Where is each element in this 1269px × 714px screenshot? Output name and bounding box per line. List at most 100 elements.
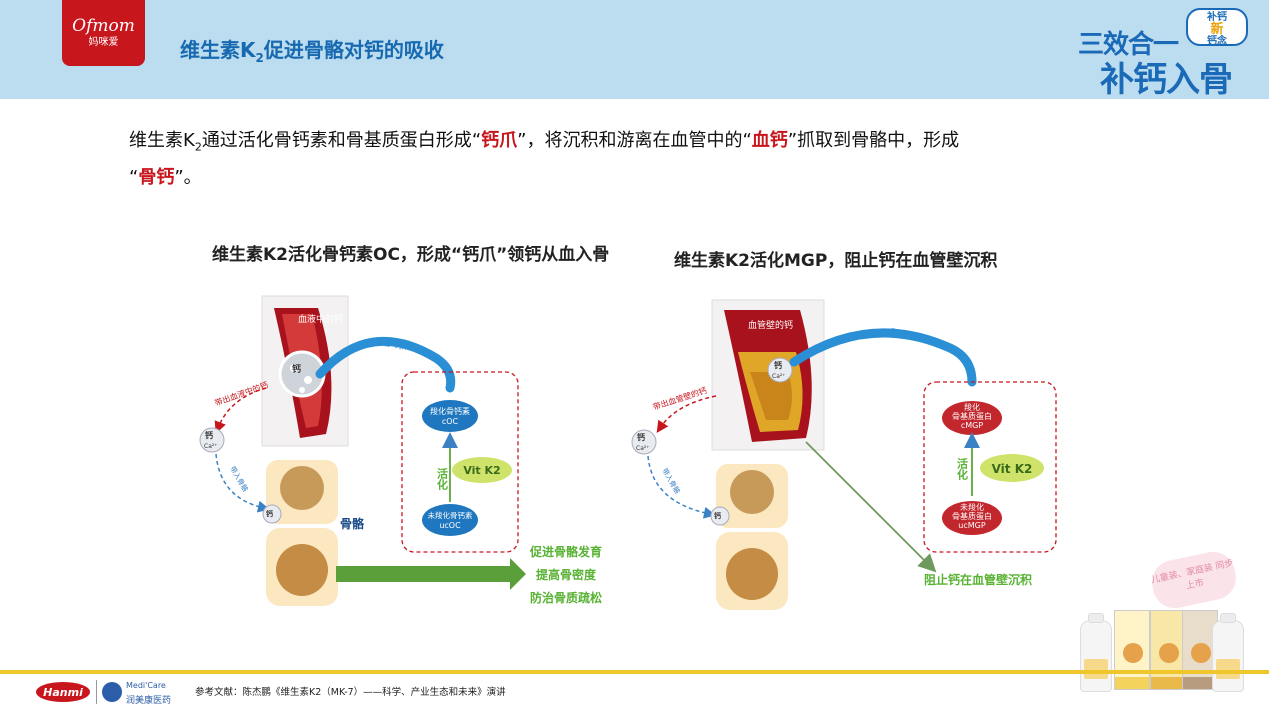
ucoc-label: 未羧化骨钙素 <box>428 510 473 520</box>
brand-tag-bot: 钙念 <box>1207 36 1227 47</box>
vitk2-label: Vit K2 <box>463 464 500 477</box>
calcium-ion-icon <box>199 427 225 453</box>
bone-calcium-label-2: 钙 <box>714 511 721 520</box>
bone-calcium-icon-2 <box>710 506 730 526</box>
bone-image-2 <box>716 464 788 610</box>
cmgp-node <box>942 401 1002 435</box>
medicare-logo[interactable]: Medi'Care 润美康医药 <box>102 680 182 706</box>
hanmi-logo[interactable]: Hanmi <box>36 682 90 702</box>
diagram-1-title: 维生素K2活化骨钙素OC，形成“钙爪”领钙从血入骨 <box>212 245 610 265</box>
vitk2-node-2 <box>980 454 1044 482</box>
quote-close: ” <box>787 130 798 151</box>
intro-end: 。 <box>183 166 202 188</box>
activation-box <box>401 371 519 553</box>
into-bone-arrow <box>215 453 270 513</box>
take-out-arrow-2 <box>656 395 717 433</box>
header-bar: Ofmom 妈咪爱 维生素K2促进骨骼对钙的吸收 三效合一 补钙入骨 补钙 新 … <box>0 0 1269 100</box>
into-bone-label: 带入骨骼 <box>228 465 250 494</box>
diagram-2-mgp: 血管壁的钙 钙 Ca²⁺ 形成“钙爪” 带出血管壁的钙 钙 Ca²⁺ 带入骨骼 … <box>631 299 1057 610</box>
reference-note: 参考文献：陈杰鹏《维生素K2（MK-7）——科学、产业生态和未来》演讲 <box>195 687 506 698</box>
launch-bubble: 儿童装、家庭装 同步上市 <box>1147 547 1241 613</box>
vessel-wall-label: 血管壁的钙 <box>748 319 793 331</box>
activate-label-2: 活化 <box>956 457 969 481</box>
logo-chinese: 妈咪爱 <box>88 37 119 48</box>
benefit-arrow <box>336 558 526 590</box>
product-box-2 <box>1150 610 1186 690</box>
medicare-en: Medi'Care <box>126 681 166 690</box>
coc-code: cOC <box>442 417 459 426</box>
logo-separator <box>96 680 97 704</box>
intro-subscript: 2 <box>194 140 202 154</box>
ion-symbol-2: Ca²⁺ <box>636 445 649 452</box>
intro-part-1: 维生素K <box>129 130 195 151</box>
ofmom-logo[interactable]: Ofmom 妈咪爱 <box>62 0 145 66</box>
highlight-blood-calcium: 血钙 <box>751 130 788 151</box>
medicare-icon <box>102 682 122 702</box>
brand-tag-mid: 新 <box>1210 22 1224 37</box>
ucoc-code: ucOC <box>439 521 461 530</box>
quote-close: ” <box>174 166 184 188</box>
highlight-claw: 钙爪 <box>481 130 518 151</box>
ion-calcium-label: 钙 <box>205 430 213 440</box>
product-box-1 <box>1114 610 1150 690</box>
page-title: 维生素K2促进骨骼对钙的吸收 <box>180 34 444 65</box>
vitk2-label-2: Vit K2 <box>992 462 1033 476</box>
result-arrow <box>805 441 937 573</box>
ucmgp-code: ucMGP <box>958 521 986 530</box>
brand-slogan: 三效合一 补钙入骨 补钙 新 钙念 <box>1078 8 1248 100</box>
bone-label: 骨骼 <box>340 516 365 531</box>
title-prefix: 维生素K <box>180 38 256 62</box>
claw-arrow <box>315 336 456 393</box>
coc-label: 羧化骨钙素 <box>430 406 470 416</box>
product-bottle-right <box>1212 613 1244 692</box>
ion-calcium-label-2: 钙 <box>637 432 645 442</box>
vessel-label: 血液中的钙 <box>298 313 343 325</box>
title-subscript: 2 <box>255 51 264 65</box>
take-out-label: 带出血液中的钙 <box>213 379 269 408</box>
product-lineup: 儿童装、家庭装 同步上市 <box>1070 547 1260 696</box>
result-label: 阻止钙在血管壁沉积 <box>924 572 1032 587</box>
vessel-wall-image <box>711 299 825 451</box>
ion-symbol: Ca²⁺ <box>204 443 217 450</box>
into-bone-arrow-2 <box>647 455 716 519</box>
cmgp-label-1: 羧化 <box>964 402 980 412</box>
brand-line-1: 三效合一 <box>1078 30 1179 60</box>
title-suffix: 促进骨骼对钙的吸收 <box>263 38 444 62</box>
diagram-2-title: 维生素K2活化MGP，阻止钙在血管壁沉积 <box>674 251 998 271</box>
claw-arrow-2 <box>789 328 977 387</box>
benefit-3: 防治骨质疏松 <box>530 590 602 605</box>
bone-calcium-icon <box>262 504 282 524</box>
logo-wordmark: Ofmom <box>72 16 135 36</box>
intro-part-4: 抓取到骨骼中，形成 <box>797 130 960 151</box>
benefit-1: 促进骨骼发育 <box>529 544 602 559</box>
take-out-arrow <box>214 387 267 434</box>
wall-calcium-label: 钙 <box>774 360 782 370</box>
medicare-cn: 润美康医药 <box>126 696 172 706</box>
diagram-1-osteocalcin: 血液中的钙 钙 形成“钙爪” 带出血液中的钙 钙 Ca²⁺ 带入骨骼 钙 骨骼 … <box>199 295 602 606</box>
ucoc-node <box>422 504 478 536</box>
quote-open: “ <box>471 130 482 151</box>
quote-open: “ <box>129 166 139 188</box>
bone-calcium-label: 钙 <box>266 509 273 518</box>
wall-calcium-icon <box>767 357 793 383</box>
intro-part-2: 通过活化骨钙素和骨基质蛋白形成 <box>201 130 472 151</box>
brand-tag-top: 补钙 <box>1207 12 1227 23</box>
ucmgp-label-1: 未羧化 <box>960 502 984 512</box>
activate-label: 活化 <box>436 467 449 491</box>
brand-tag: 补钙 新 钙念 <box>1186 8 1248 47</box>
quote-close: ” <box>517 130 527 151</box>
cmgp-label-2: 骨基质蛋白 <box>952 411 992 421</box>
activation-box-2 <box>923 381 1057 553</box>
intro-part-3: ，将沉积和游离在血管中的 <box>526 130 743 151</box>
cmgp-code: cMGP <box>961 421 984 430</box>
into-bone-label-2: 带入骨骼 <box>660 467 682 496</box>
product-bottle-left <box>1080 613 1112 692</box>
ucmgp-label-2: 骨基质蛋白 <box>952 511 992 521</box>
footer-divider <box>0 670 1269 674</box>
calcium-ion-icon-2 <box>631 429 657 455</box>
benefit-2: 提高骨密度 <box>536 567 597 582</box>
quote-open: “ <box>742 130 752 151</box>
brand-line-2: 补钙入骨 <box>1100 60 1233 100</box>
cluster-calcium-label: 钙 <box>292 363 301 375</box>
form-claw-label-2: 形成“钙爪” <box>890 326 931 344</box>
